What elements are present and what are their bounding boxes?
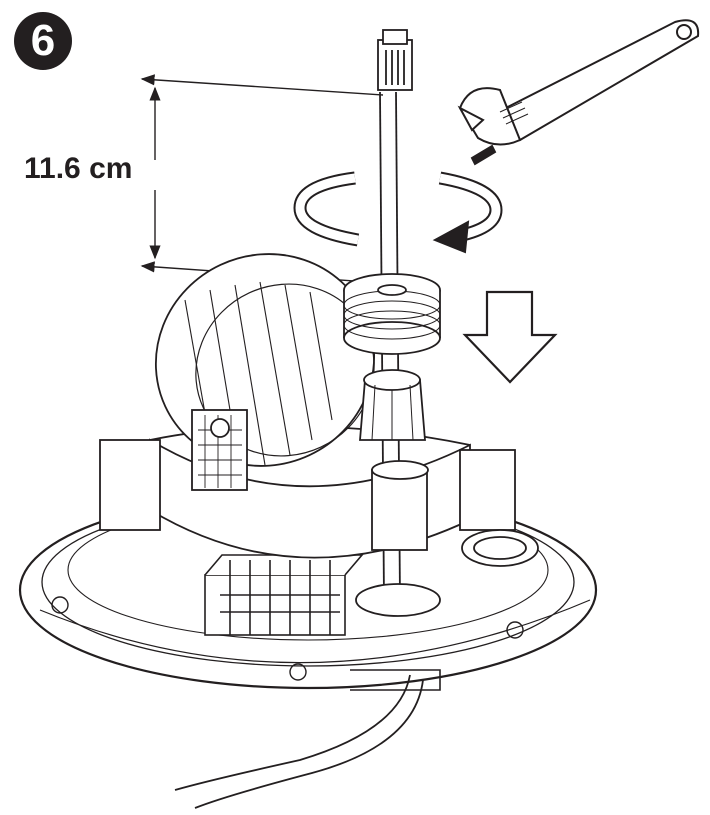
cable-seal-insert (359, 369, 429, 551)
conduit-fitting (355, 529, 539, 617)
step-number-badge: 6 (14, 12, 72, 70)
cable-gland-nut (343, 273, 441, 355)
adjustable-wrench-icon (457, 19, 700, 166)
terminal-block (204, 554, 364, 636)
cable-length-dimension-label: 11.6 cm (24, 152, 133, 185)
rotate-arrow-icon (293, 171, 503, 254)
down-arrow-icon (462, 290, 558, 384)
rj45-plug-icon (377, 29, 413, 91)
